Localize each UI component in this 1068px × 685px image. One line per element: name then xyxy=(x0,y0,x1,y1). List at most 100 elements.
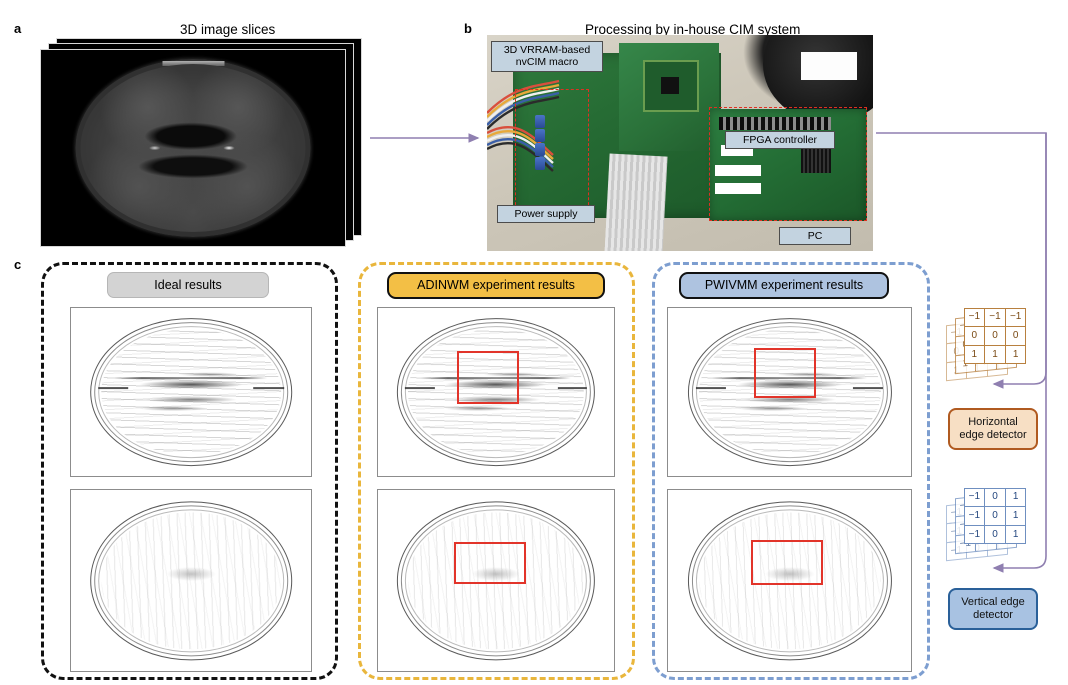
panel-a-letter: a xyxy=(14,21,22,36)
kernel-cell: 1 xyxy=(1004,344,1027,365)
brain-outline-ring-2 xyxy=(691,322,888,462)
badge-pwivmm-results: PWIVMM experiment results xyxy=(679,272,889,299)
brain-outline-ring-2 xyxy=(94,322,288,462)
results-group-pwivmm xyxy=(652,262,930,680)
kernel-cell: 1 xyxy=(963,344,986,365)
brain-midline-edge xyxy=(711,377,868,380)
brain-spike-right xyxy=(852,387,884,390)
photo-wire-paths xyxy=(487,79,560,172)
photo-fpga-header xyxy=(719,117,831,130)
edge-brain-render xyxy=(90,500,292,661)
brain-midline-edge xyxy=(420,377,572,380)
brain-outline-ring xyxy=(396,500,596,661)
kernel-cell: −1 xyxy=(963,506,986,526)
badge-ideal-results: Ideal results xyxy=(107,272,269,298)
kernel-cell: 1 xyxy=(1004,524,1027,545)
mri-brain-interior xyxy=(80,64,306,232)
kernel-cell: 1 xyxy=(1004,506,1027,526)
brain-spike-left xyxy=(695,387,727,390)
result-image-pwivmm-vertical xyxy=(667,489,912,672)
edge-brain-render xyxy=(396,318,596,466)
kernel-horizontal-stack: −1 −1 −1 0 0 0 1 1 1 −1 −1 −1 0 0 0 1 1 … xyxy=(945,307,1038,390)
brain-outline-ring-2 xyxy=(400,322,592,462)
photo-highlight-macro xyxy=(515,89,589,215)
kernel-cell: −1 xyxy=(1004,307,1027,328)
brain-outline-ring xyxy=(90,500,292,661)
mri-slice-front xyxy=(40,49,346,247)
edge-brain-render xyxy=(687,318,892,466)
photo-fpga-heatsink xyxy=(801,147,831,173)
brain-outline-ring xyxy=(687,500,892,661)
kernel-vertical-stack: −1 0 1 −1 0 1 −1 0 1 −1 0 1 −1 0 1 −1 0 … xyxy=(945,487,1038,570)
kernel-cell: −1 xyxy=(963,524,986,545)
brain-spike-left xyxy=(404,387,435,390)
results-group-adinwm xyxy=(358,262,635,680)
kernel-cell: 0 xyxy=(984,506,1006,526)
kernel-cell: 1 xyxy=(984,344,1006,365)
panel-b-letter: b xyxy=(464,21,472,36)
brain-outline-ring xyxy=(396,318,596,466)
photo-fpga-board xyxy=(709,109,867,221)
highlight-box-adinwm-vertical xyxy=(454,542,526,584)
brain-edge-texture xyxy=(101,329,281,455)
photo-connector-4 xyxy=(535,157,545,170)
brain-spike-right xyxy=(253,387,284,390)
highlight-box-adinwm-horizontal xyxy=(457,351,519,404)
mri-top-artifact xyxy=(162,61,224,66)
edge-brain-render xyxy=(687,500,892,661)
photo-nvcim-chip xyxy=(643,60,699,112)
kernel-cell: 0 xyxy=(963,326,986,346)
brain-outline-ring xyxy=(90,318,292,466)
brain-outline-ring xyxy=(687,318,892,466)
kernel-cell: 0 xyxy=(984,326,1006,346)
highlight-box-pwivmm-vertical xyxy=(751,540,823,585)
mri-brain-image xyxy=(75,59,311,237)
brain-outline-ring-3 xyxy=(404,326,588,458)
cim-system-photo: 3D VRRAM-based nvCIM macro FPGA controll… xyxy=(487,35,873,251)
panel-a-title: 3D image slices xyxy=(180,22,276,37)
badge-adinwm-results: ADINWM experiment results xyxy=(387,272,605,299)
brain-outline-ring-3 xyxy=(695,326,884,458)
brain-midline-edge xyxy=(114,377,268,380)
result-image-ideal-horizontal xyxy=(70,307,312,477)
kernel-layer-front: −1 −1 −1 0 0 0 1 1 1 xyxy=(963,307,1027,365)
kernel-layer-front: −1 0 1 −1 0 1 −1 0 1 xyxy=(963,487,1027,545)
brain-spike-right xyxy=(557,387,588,390)
panel-b-title: Processing by in-house CIM system xyxy=(585,22,801,37)
brain-outline-ring-3 xyxy=(98,508,284,653)
photo-connector-3 xyxy=(535,143,545,156)
result-image-ideal-vertical xyxy=(70,489,312,672)
label-vertical-edge-detector: Vertical edge detector xyxy=(948,588,1038,630)
kernel-cell: −1 xyxy=(963,307,986,328)
brain-outline-ring-3 xyxy=(695,508,884,653)
brain-outline-ring-3 xyxy=(98,326,284,458)
brain-outline-ring-2 xyxy=(691,504,888,657)
photo-highlight-fpga xyxy=(709,107,867,221)
result-image-pwivmm-horizontal xyxy=(667,307,912,477)
brain-edge-texture xyxy=(101,511,281,650)
brain-edge-texture xyxy=(407,329,585,455)
kernel-cell: 0 xyxy=(984,487,1006,508)
brain-spike-left xyxy=(98,387,129,390)
result-image-adinwm-vertical xyxy=(377,489,615,672)
brain-edge-texture xyxy=(698,511,881,650)
brain-edge-texture xyxy=(698,329,881,455)
callout-power-supply: Power supply xyxy=(497,205,595,224)
kernel-cell: 1 xyxy=(1004,487,1027,508)
label-horizontal-edge-detector: Horizontal edge detector xyxy=(948,408,1038,450)
kernel-cell: 0 xyxy=(984,524,1006,545)
brain-outline-ring-2 xyxy=(400,504,592,657)
brain-outline-ring-3 xyxy=(404,508,588,653)
kernel-cell: 0 xyxy=(1004,326,1027,346)
photo-white-block-3 xyxy=(715,183,761,194)
photo-white-block-2 xyxy=(715,165,761,176)
photo-connector-2 xyxy=(535,129,545,142)
photo-connector-1 xyxy=(535,115,545,128)
result-image-adinwm-horizontal xyxy=(377,307,615,477)
photo-rainbow-wires xyxy=(487,77,647,182)
brain-outline-ring-2 xyxy=(94,504,288,657)
panel-c-letter: c xyxy=(14,257,22,272)
kernel-cell: −1 xyxy=(984,307,1006,328)
mri-slice-stack xyxy=(40,38,362,250)
